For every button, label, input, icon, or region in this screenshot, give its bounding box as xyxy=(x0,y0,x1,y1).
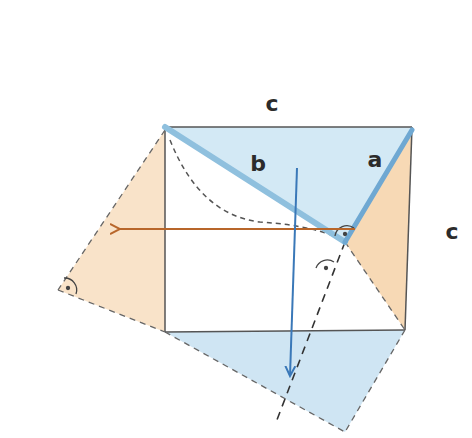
blue-arrow xyxy=(290,168,297,376)
left-face xyxy=(58,130,165,332)
edge-label: c xyxy=(445,221,458,243)
edge-label: a xyxy=(368,149,383,171)
construction-lines xyxy=(58,130,405,432)
orange-arrow xyxy=(120,228,355,230)
bottom-face xyxy=(165,330,405,432)
height-line xyxy=(275,242,345,425)
top-face xyxy=(165,127,412,242)
edge-label: b xyxy=(250,153,266,175)
right-angle-marks xyxy=(64,226,354,294)
edge-label: c xyxy=(265,93,278,115)
edge-b xyxy=(165,127,345,242)
edge-a xyxy=(345,130,412,242)
